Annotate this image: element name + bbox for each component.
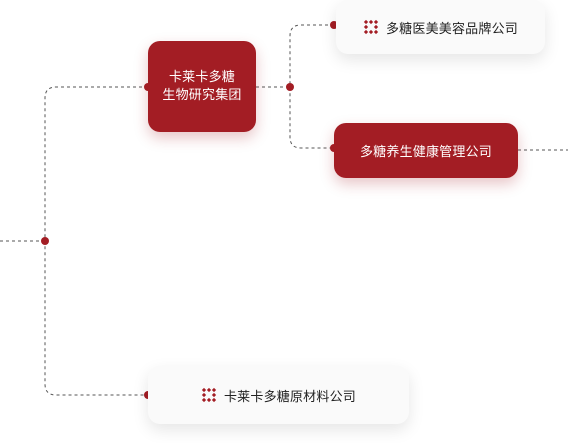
- health-company-label: 多糖养生健康管理公司: [359, 145, 492, 160]
- junction-dot: [286, 83, 294, 91]
- connector-trunk: [44, 86, 148, 396]
- beauty-company-node[interactable]: 多糖医美美容品牌公司: [336, 0, 545, 54]
- group-name-line1: 卡莱卡多糖: [168, 69, 235, 85]
- group-name-line2: 生物研究集团: [162, 87, 242, 103]
- connector-branch: [289, 24, 334, 149]
- health-company-node[interactable]: 多糖养生健康管理公司: [334, 123, 518, 178]
- beauty-company-label: 多糖医美美容品牌公司: [385, 21, 518, 37]
- brand-logo-icon: [363, 19, 379, 35]
- material-company-label: 卡莱卡多糖原材料公司: [223, 389, 356, 405]
- material-company-node[interactable]: 卡莱卡多糖原材料公司: [148, 366, 409, 424]
- group-node[interactable]: 卡莱卡多糖 生物研究集团: [148, 41, 256, 132]
- brand-logo-icon: [201, 387, 217, 403]
- junction-dot: [41, 237, 49, 245]
